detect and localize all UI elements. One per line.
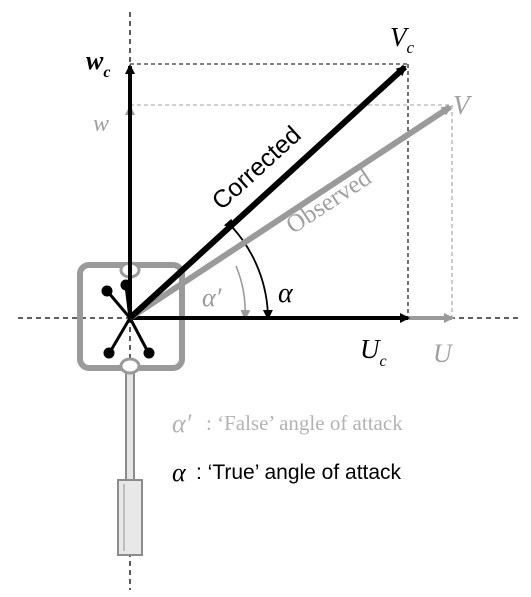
probe-body [117, 479, 143, 556]
observed-label: Observed [281, 164, 376, 240]
vc-symbol: Vc [390, 22, 415, 57]
w-symbol: w [93, 111, 109, 137]
alpha-false-arc [235, 265, 251, 320]
legend-false-text: : ‘False’ angle of attack [206, 411, 403, 435]
alpha-true-arc [223, 218, 273, 320]
legend: α′ : ‘False’ angle of attack α : ‘True’ … [172, 409, 403, 487]
legend-true-symbol: α [172, 458, 187, 487]
probe-stem [125, 359, 135, 481]
wc-symbol: wc [86, 46, 110, 81]
u-symbol: U [433, 339, 454, 368]
alpha-true-symbol: α [278, 278, 294, 309]
legend-true-text: : ‘True’ angle of attack [196, 461, 402, 484]
probe-bottom-connector [119, 357, 141, 375]
uc-symbol: Uc [360, 334, 387, 370]
alpha-false-symbol: α′ [202, 283, 222, 312]
legend-false-symbol: α′ [172, 409, 192, 438]
observed-vector-arrow [128, 104, 452, 321]
v-symbol: V [453, 90, 473, 120]
corrected-vector-arrow [127, 64, 408, 321]
